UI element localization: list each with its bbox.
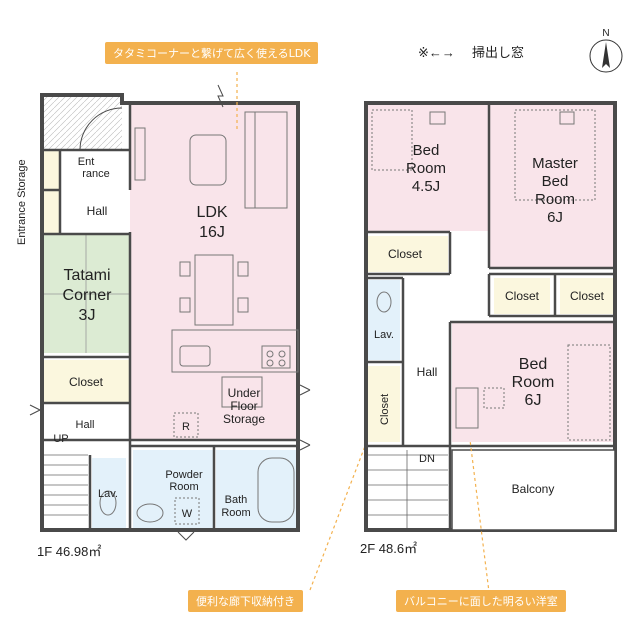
under-floor-label-1: Under: [228, 386, 261, 400]
entrance-storage: [42, 150, 60, 234]
closet-1f-label: Closet: [69, 375, 104, 389]
bedroom-4-5j: [366, 103, 488, 231]
under-floor-label-3: Storage: [223, 412, 265, 426]
floor2-area-label: 2F 48.6㎡: [360, 541, 417, 556]
master-label-1: Master: [532, 155, 578, 172]
stairs-up-label: UP: [53, 433, 68, 445]
closet-2f-a: [366, 236, 448, 272]
floor-2: Bed Room 4.5J Master Bed Room 6J Closet …: [360, 101, 617, 601]
entrance-label-1: Ent: [78, 156, 95, 168]
window-legend-symbol: ※←→: [418, 45, 455, 60]
under-floor-label-2: Floor: [230, 399, 257, 413]
ldk-room-lower: [130, 335, 298, 440]
entrance-storage-label: Entrance Storage: [16, 159, 28, 245]
lav-2f: [366, 280, 400, 360]
window-legend: ※←→ 掃出し窓: [418, 45, 524, 60]
closet-2f-b-label: Closet: [505, 289, 540, 303]
refrigerator-label: R: [182, 421, 190, 433]
bed1-size: 4.5J: [412, 178, 440, 195]
compass-icon: N: [589, 28, 623, 73]
bed1-label-2: Room: [406, 160, 446, 177]
entrance-porch: [42, 95, 122, 150]
closet-2f-a-label: Closet: [388, 247, 423, 261]
bedroom-6j: [452, 322, 615, 442]
closet-1f: [42, 360, 130, 402]
callout-balcony-room: バルコニーに面した明るい洋室: [396, 590, 566, 612]
bed1-label-1: Bed: [413, 142, 440, 159]
washer-label: W: [182, 508, 193, 520]
floor-1: Entrance Storage Ent rance Hall LDK 16J …: [16, 72, 376, 591]
master-label-3: Room: [535, 191, 575, 208]
callout-ldk: タタミコーナーと繋げて広く使えるLDK: [105, 42, 319, 64]
tatami-label-1: Tatami: [63, 267, 110, 284]
tatami-label-2: Corner: [63, 287, 113, 304]
bath-label-2: Room: [221, 507, 250, 519]
bath-label-1: Bath: [225, 494, 248, 506]
bed2-size: 6J: [525, 392, 542, 409]
bed2-label-2: Room: [512, 374, 555, 391]
hall-label-1f: Hall: [87, 204, 108, 218]
master-label-2: Bed: [542, 173, 569, 190]
lav-2f-label: Lav.: [374, 329, 394, 341]
balcony-label: Balcony: [512, 482, 555, 496]
closet-2f-v-label: Closet: [379, 394, 391, 425]
compass-north-label: N: [602, 28, 609, 39]
ldk-label: LDK: [196, 204, 227, 221]
closet-2f-b: [494, 278, 550, 314]
lav-1f-label: Lav.: [98, 488, 118, 500]
callout-storage: 便利な廊下収納付き: [188, 590, 303, 612]
hall-label-1f-lower: Hall: [76, 419, 95, 431]
powder-room: [133, 450, 213, 528]
powder-label-1: Powder: [165, 469, 203, 481]
stairs-down-label: DN: [419, 453, 435, 465]
closet-2f-c: [560, 278, 615, 314]
tatami-size: 3J: [79, 307, 96, 324]
master-size: 6J: [547, 209, 563, 226]
closet-2f-c-label: Closet: [570, 289, 605, 303]
closet-2f-v: [366, 366, 400, 442]
entrance-label-2: rance: [82, 168, 110, 180]
lav-1f: [92, 458, 126, 528]
window-legend-text: 掃出し窓: [472, 45, 524, 60]
bed2-label-1: Bed: [519, 356, 547, 373]
floor1-area-label: 1F 46.98㎡: [37, 544, 101, 559]
powder-label-2: Room: [169, 481, 198, 493]
bath-room: [216, 450, 298, 528]
hall-2f-label: Hall: [417, 365, 438, 379]
ldk-size: 16J: [199, 224, 225, 241]
master-bedroom: [490, 103, 615, 268]
